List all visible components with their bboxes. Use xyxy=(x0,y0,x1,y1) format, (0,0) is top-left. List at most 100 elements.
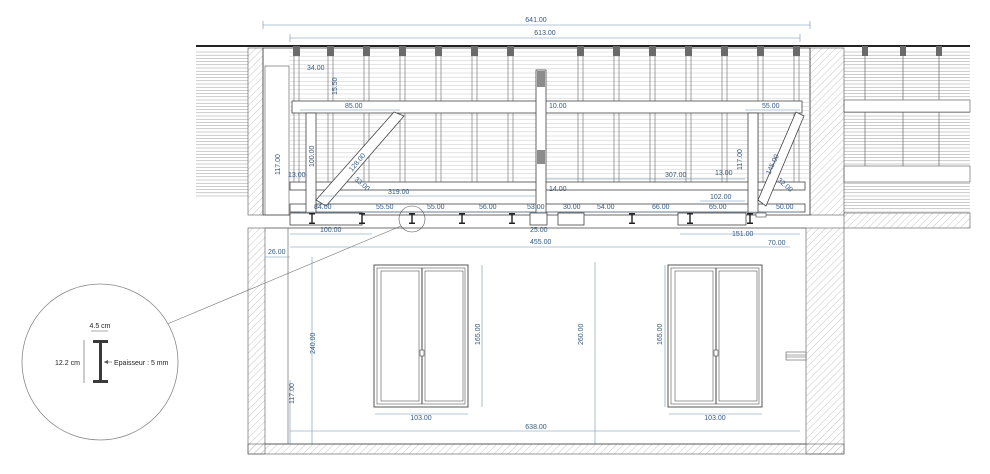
rafter-spacing-dim: 34.00 xyxy=(307,65,325,72)
rafter-head xyxy=(721,46,728,56)
window-right-height-dim: 165.00 xyxy=(657,323,664,345)
rafter-head xyxy=(363,46,370,56)
rafter-head xyxy=(757,46,764,56)
ibeam-flange-bottom xyxy=(747,222,753,224)
inner-width-dim: 613.00 xyxy=(534,30,556,37)
beam-dim-2: 55.50 xyxy=(376,204,394,211)
rafter-head xyxy=(435,46,442,56)
center-post-cap xyxy=(537,71,545,87)
ibeam-web xyxy=(461,214,463,223)
room-elevation xyxy=(265,227,807,445)
ibeam-flange-bottom xyxy=(687,222,693,224)
window-left: 103.00 165.00 xyxy=(373,264,483,422)
ibeam-web xyxy=(411,214,413,223)
left-brace-span-dim: 85.00 xyxy=(345,103,363,110)
ibeam-flange-top xyxy=(409,213,415,215)
i-beams xyxy=(309,213,753,224)
ibeam-web xyxy=(361,214,363,223)
floor-right-segment-dim: 151.00 xyxy=(732,231,754,238)
sill-height-dim: 117.00 xyxy=(289,383,296,404)
beam-extension xyxy=(843,165,971,183)
floor-dimensions: 100.00 25.00 151.00 455.00 70.00 xyxy=(290,227,800,248)
flange-width-label: 4.5 cm xyxy=(89,323,110,330)
left-post-height-dim: 100.00 xyxy=(309,145,316,167)
beam-dim-10: 50.00 xyxy=(776,204,794,211)
ibeam-web xyxy=(631,214,633,223)
ibeam-web xyxy=(311,214,313,223)
floor-span-dim: 455.00 xyxy=(530,239,552,246)
beam-dim-4: 56.00 xyxy=(479,204,497,211)
beam-dim-6: 30.00 xyxy=(563,204,581,211)
ibeam-detail-bubble: 4.5 cm 12.2 cm Epaisseur : 5 mm xyxy=(21,283,179,441)
left-offset-dim: 13.00 xyxy=(288,172,306,179)
center-drop-dim: 14.00 xyxy=(549,186,567,193)
ibeam-section-icon xyxy=(93,340,108,383)
top-dimensions: 641.00 613.00 xyxy=(262,17,811,42)
floor-right-extension-dim: 70.00 xyxy=(768,240,786,247)
room-width-dim: 638.00 xyxy=(525,424,547,431)
center-post-joint xyxy=(537,150,545,164)
ibeam-flange-top xyxy=(359,213,365,215)
tie-beam-right-dim: 307.00 xyxy=(665,172,687,179)
ibeam-flange-top xyxy=(747,213,753,215)
rafter-head xyxy=(649,46,656,56)
beam-dim-1: 84.00 xyxy=(314,204,332,211)
ibeam-web xyxy=(689,214,691,223)
ibeam-flange-bottom xyxy=(359,222,365,224)
center-post-dim: 10.00 xyxy=(549,103,567,110)
floor-center-segment-dim: 25.00 xyxy=(530,227,548,234)
rafter-head xyxy=(685,46,692,56)
detail-leader-line xyxy=(164,225,402,326)
right-post xyxy=(747,112,759,214)
rafter-head xyxy=(293,46,300,56)
section-height-label: 12.2 cm xyxy=(55,360,80,367)
right-brace-span-dim: 55.00 xyxy=(762,103,780,110)
detail-callout-marker xyxy=(398,205,426,233)
wall-hatching xyxy=(247,47,971,455)
left-brace xyxy=(315,111,405,207)
ibeam-flange-bottom xyxy=(409,222,415,224)
ibeam-flange-bottom xyxy=(629,222,635,224)
purlin xyxy=(291,100,803,114)
beam-dim-3: 55.00 xyxy=(427,204,445,211)
right-post-height-dim: 117.00 xyxy=(737,149,744,170)
tie-beam-left-dim: 319.00 xyxy=(388,189,410,196)
ibeam-flange-bottom xyxy=(459,222,465,224)
window-right: 103.00 165.00 xyxy=(657,264,763,422)
floor-plate xyxy=(289,203,806,213)
corner-left-dim: 26.00 xyxy=(268,249,286,256)
overall-width-dim: 641.00 xyxy=(525,17,547,24)
tie-beam xyxy=(289,181,806,191)
ibeam-flange-top xyxy=(309,213,315,215)
purlin-height-dim: 15.50 xyxy=(332,77,339,95)
rafters xyxy=(293,46,800,182)
beam-dim-5: 53.00 xyxy=(527,204,545,211)
center-post xyxy=(535,69,547,221)
beam-dim-8: 66.00 xyxy=(652,204,670,211)
floor-left-segment-dim: 100.00 xyxy=(320,227,342,234)
window-left-width-dim: 103.00 xyxy=(410,415,432,422)
right-brace xyxy=(757,111,805,207)
ibeam-web xyxy=(511,214,513,223)
beam-row-dimensions: 84.00 55.50 55.00 56.00 53.00 30.00 54.0… xyxy=(300,204,800,213)
beam-dim-7: 54.00 xyxy=(597,204,615,211)
floor-slab xyxy=(164,205,767,326)
ibeam-flange-bottom xyxy=(309,222,315,224)
attic-frame xyxy=(262,46,811,221)
rafter-head xyxy=(862,46,868,56)
right-wall-stub xyxy=(785,351,807,361)
rafter-head xyxy=(613,46,620,56)
ibeam-flange-bottom xyxy=(509,222,515,224)
rafter-head xyxy=(327,46,334,56)
left-siding xyxy=(196,51,248,197)
rafter-head xyxy=(471,46,478,56)
beam-dim-9: 65.00 xyxy=(709,204,727,211)
purlin-extension xyxy=(843,99,971,113)
window-right-width-dim: 103.00 xyxy=(704,415,726,422)
ibeam-flange-top xyxy=(629,213,635,215)
right-gap-dim: 102.00 xyxy=(710,194,732,201)
room-dimensions: 26.00 240.00 117.00 260.00 638.00 xyxy=(265,249,800,432)
rafter-head xyxy=(399,46,406,56)
room-height-dim: 260.00 xyxy=(578,323,585,345)
